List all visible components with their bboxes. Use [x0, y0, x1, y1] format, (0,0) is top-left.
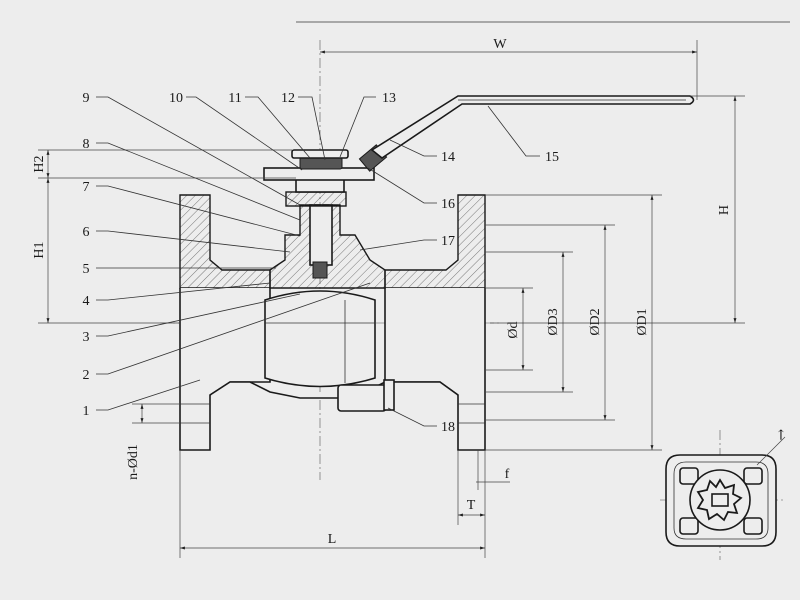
dim-H1: H1 — [32, 241, 47, 258]
part-14: 14 — [441, 150, 455, 165]
part-15: 15 — [545, 150, 559, 165]
dim-D3: ØD3 — [546, 308, 561, 335]
part-17: 17 — [441, 234, 455, 249]
mounting-pad-view: ↗ — [665, 426, 791, 547]
dimension-labels: W H ØD1 ØD2 ØD3 Ød H1 H2 L T f n-Ød1 — [32, 37, 732, 547]
part-5: 5 — [83, 262, 90, 277]
part-18: 18 — [441, 420, 455, 435]
part-11: 11 — [228, 91, 241, 106]
dim-T: T — [467, 498, 476, 513]
part-3: 3 — [83, 330, 90, 345]
dim-D1: ØD1 — [635, 308, 650, 335]
part-4: 4 — [83, 294, 90, 309]
dim-f: f — [505, 467, 510, 482]
dim-L: L — [328, 532, 337, 547]
part-13: 13 — [382, 91, 396, 106]
part-numbers: 1 2 3 4 5 6 7 8 9 10 11 12 13 14 15 16 1… — [83, 91, 560, 435]
dim-H: H — [717, 205, 732, 215]
part-9: 9 — [83, 91, 90, 106]
dimension-lines — [38, 21, 790, 558]
part-6: 6 — [83, 225, 90, 240]
dim-H2: H2 — [32, 155, 47, 172]
part-12: 12 — [281, 91, 295, 106]
part-leaders — [96, 96, 540, 427]
dim-D2: ØD2 — [588, 308, 603, 335]
part-10: 10 — [169, 91, 183, 106]
part-7: 7 — [83, 180, 90, 195]
part-2: 2 — [83, 368, 90, 383]
pad-label: ↗ — [772, 426, 791, 445]
part-16: 16 — [441, 197, 455, 212]
valve-body — [179, 95, 695, 451]
part-1: 1 — [83, 404, 90, 419]
dim-nd1: n-Ød1 — [126, 444, 141, 480]
dim-d: Ød — [506, 321, 521, 338]
dim-W: W — [493, 37, 507, 52]
part-8: 8 — [83, 137, 90, 152]
